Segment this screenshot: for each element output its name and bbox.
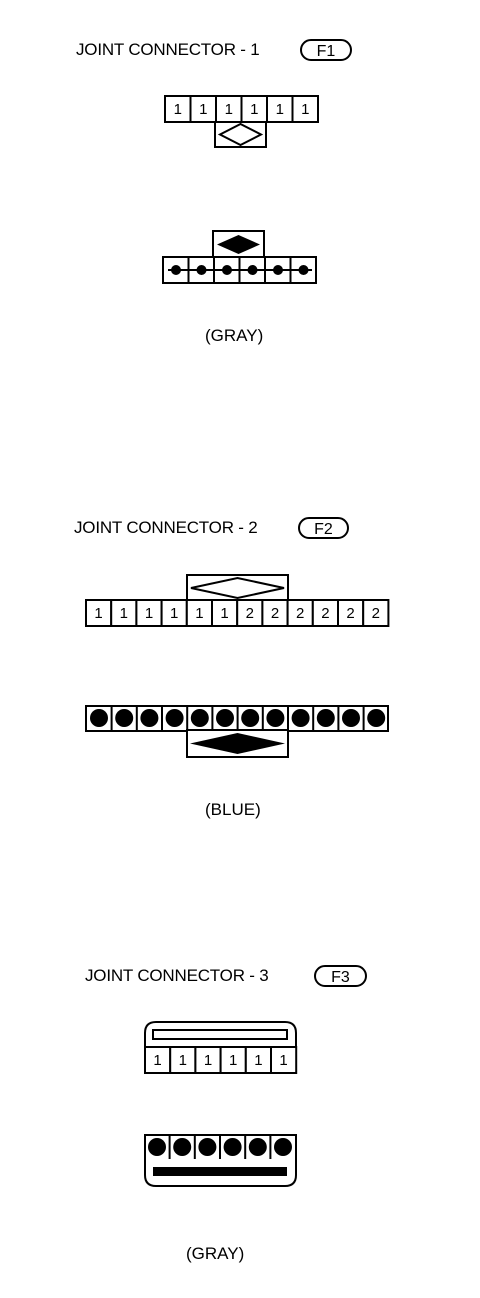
terminal-cell bbox=[164, 95, 192, 123]
terminal-number: 1 bbox=[145, 605, 153, 622]
terminal-cell bbox=[169, 1046, 197, 1074]
terminal-number: 1 bbox=[301, 101, 309, 118]
terminal-cell bbox=[266, 95, 294, 123]
terminal-number: 2 bbox=[321, 605, 329, 622]
terminal-number: 1 bbox=[94, 605, 102, 622]
terminal-cell bbox=[236, 599, 264, 627]
terminal-pin bbox=[140, 709, 159, 727]
terminal-pin bbox=[90, 709, 108, 727]
connector-3-housing-slot bbox=[152, 1029, 288, 1040]
terminal-cell bbox=[286, 599, 314, 627]
terminal-pin bbox=[273, 265, 283, 275]
connector-2-title: JOINT CONNECTOR - 2 bbox=[74, 518, 258, 537]
connector-2-lock-diamond-outline bbox=[190, 576, 285, 600]
terminal-pin bbox=[274, 1138, 292, 1156]
terminal-pin bbox=[165, 709, 184, 727]
terminal-number: 2 bbox=[296, 605, 304, 622]
terminal-number: 1 bbox=[225, 101, 233, 118]
connector-2-pin-row bbox=[90, 706, 386, 730]
terminal-cell bbox=[185, 599, 214, 627]
terminal-pin bbox=[171, 265, 181, 275]
terminal-number: 1 bbox=[174, 101, 182, 118]
terminal-cell bbox=[135, 599, 163, 627]
terminal-number: 1 bbox=[229, 1052, 237, 1069]
terminal-cell bbox=[291, 95, 319, 123]
terminal-number: 2 bbox=[346, 605, 354, 622]
terminal-number: 1 bbox=[220, 605, 228, 622]
connector-1-title: JOINT CONNECTOR - 1 bbox=[76, 40, 260, 59]
terminal-number: 1 bbox=[250, 101, 258, 118]
terminal-pin bbox=[148, 1138, 166, 1156]
terminal-number: 1 bbox=[153, 1052, 161, 1069]
terminal-number: 2 bbox=[271, 605, 279, 622]
terminal-number: 1 bbox=[199, 101, 207, 118]
terminal-cell bbox=[311, 599, 339, 627]
connector-1-mating-lock-diamond-filled bbox=[217, 235, 260, 254]
terminal-pin bbox=[196, 265, 207, 275]
terminal-number: 1 bbox=[279, 1052, 287, 1069]
terminal-number: 1 bbox=[254, 1052, 262, 1069]
terminal-pin bbox=[190, 709, 209, 727]
terminal-cell bbox=[211, 599, 239, 627]
terminal-number: 2 bbox=[372, 605, 380, 622]
terminal-pin bbox=[248, 1138, 267, 1156]
connector-1-color-label: (GRAY) bbox=[205, 326, 264, 345]
terminal-cell bbox=[362, 599, 390, 627]
connector-3-pin-row bbox=[148, 1135, 292, 1159]
terminal-pin bbox=[173, 1138, 192, 1156]
terminal-number: 1 bbox=[276, 101, 284, 118]
terminal-number: 1 bbox=[195, 605, 203, 622]
terminal-number: 1 bbox=[120, 605, 128, 622]
terminal-pin bbox=[216, 709, 234, 727]
terminal-number: 1 bbox=[179, 1052, 187, 1069]
terminal-pin bbox=[198, 1138, 217, 1156]
connector-1-lock-diamond-outline bbox=[217, 122, 264, 147]
terminal-pin bbox=[222, 265, 232, 275]
terminal-pin bbox=[316, 709, 335, 727]
terminal-pin bbox=[298, 265, 309, 275]
connector-3-code-badge: F3 bbox=[314, 965, 367, 987]
connector-2-color-label: (BLUE) bbox=[205, 800, 261, 819]
terminal-number: 1 bbox=[170, 605, 178, 622]
terminal-pin bbox=[241, 709, 260, 727]
connector-2-code-badge: F2 bbox=[298, 517, 349, 539]
terminal-pin bbox=[266, 709, 285, 727]
terminal-pin bbox=[115, 709, 134, 727]
terminal-cell bbox=[270, 1046, 298, 1074]
connector-1-code-badge: F1 bbox=[300, 39, 352, 61]
terminal-pin bbox=[342, 709, 360, 727]
terminal-pin bbox=[247, 265, 258, 275]
connector-3-color-label: (GRAY) bbox=[186, 1244, 245, 1263]
connector-3-housing-bar bbox=[153, 1167, 287, 1176]
connector-2-mating-lock-diamond-filled bbox=[190, 733, 285, 754]
connector-3-title: JOINT CONNECTOR - 3 bbox=[85, 966, 269, 985]
terminal-number: 1 bbox=[204, 1052, 212, 1069]
terminal-number: 2 bbox=[246, 605, 254, 622]
terminal-pin bbox=[367, 709, 386, 727]
terminal-pin bbox=[291, 709, 310, 727]
connector-1-pin-row bbox=[168, 257, 312, 283]
terminal-pin bbox=[223, 1138, 242, 1156]
